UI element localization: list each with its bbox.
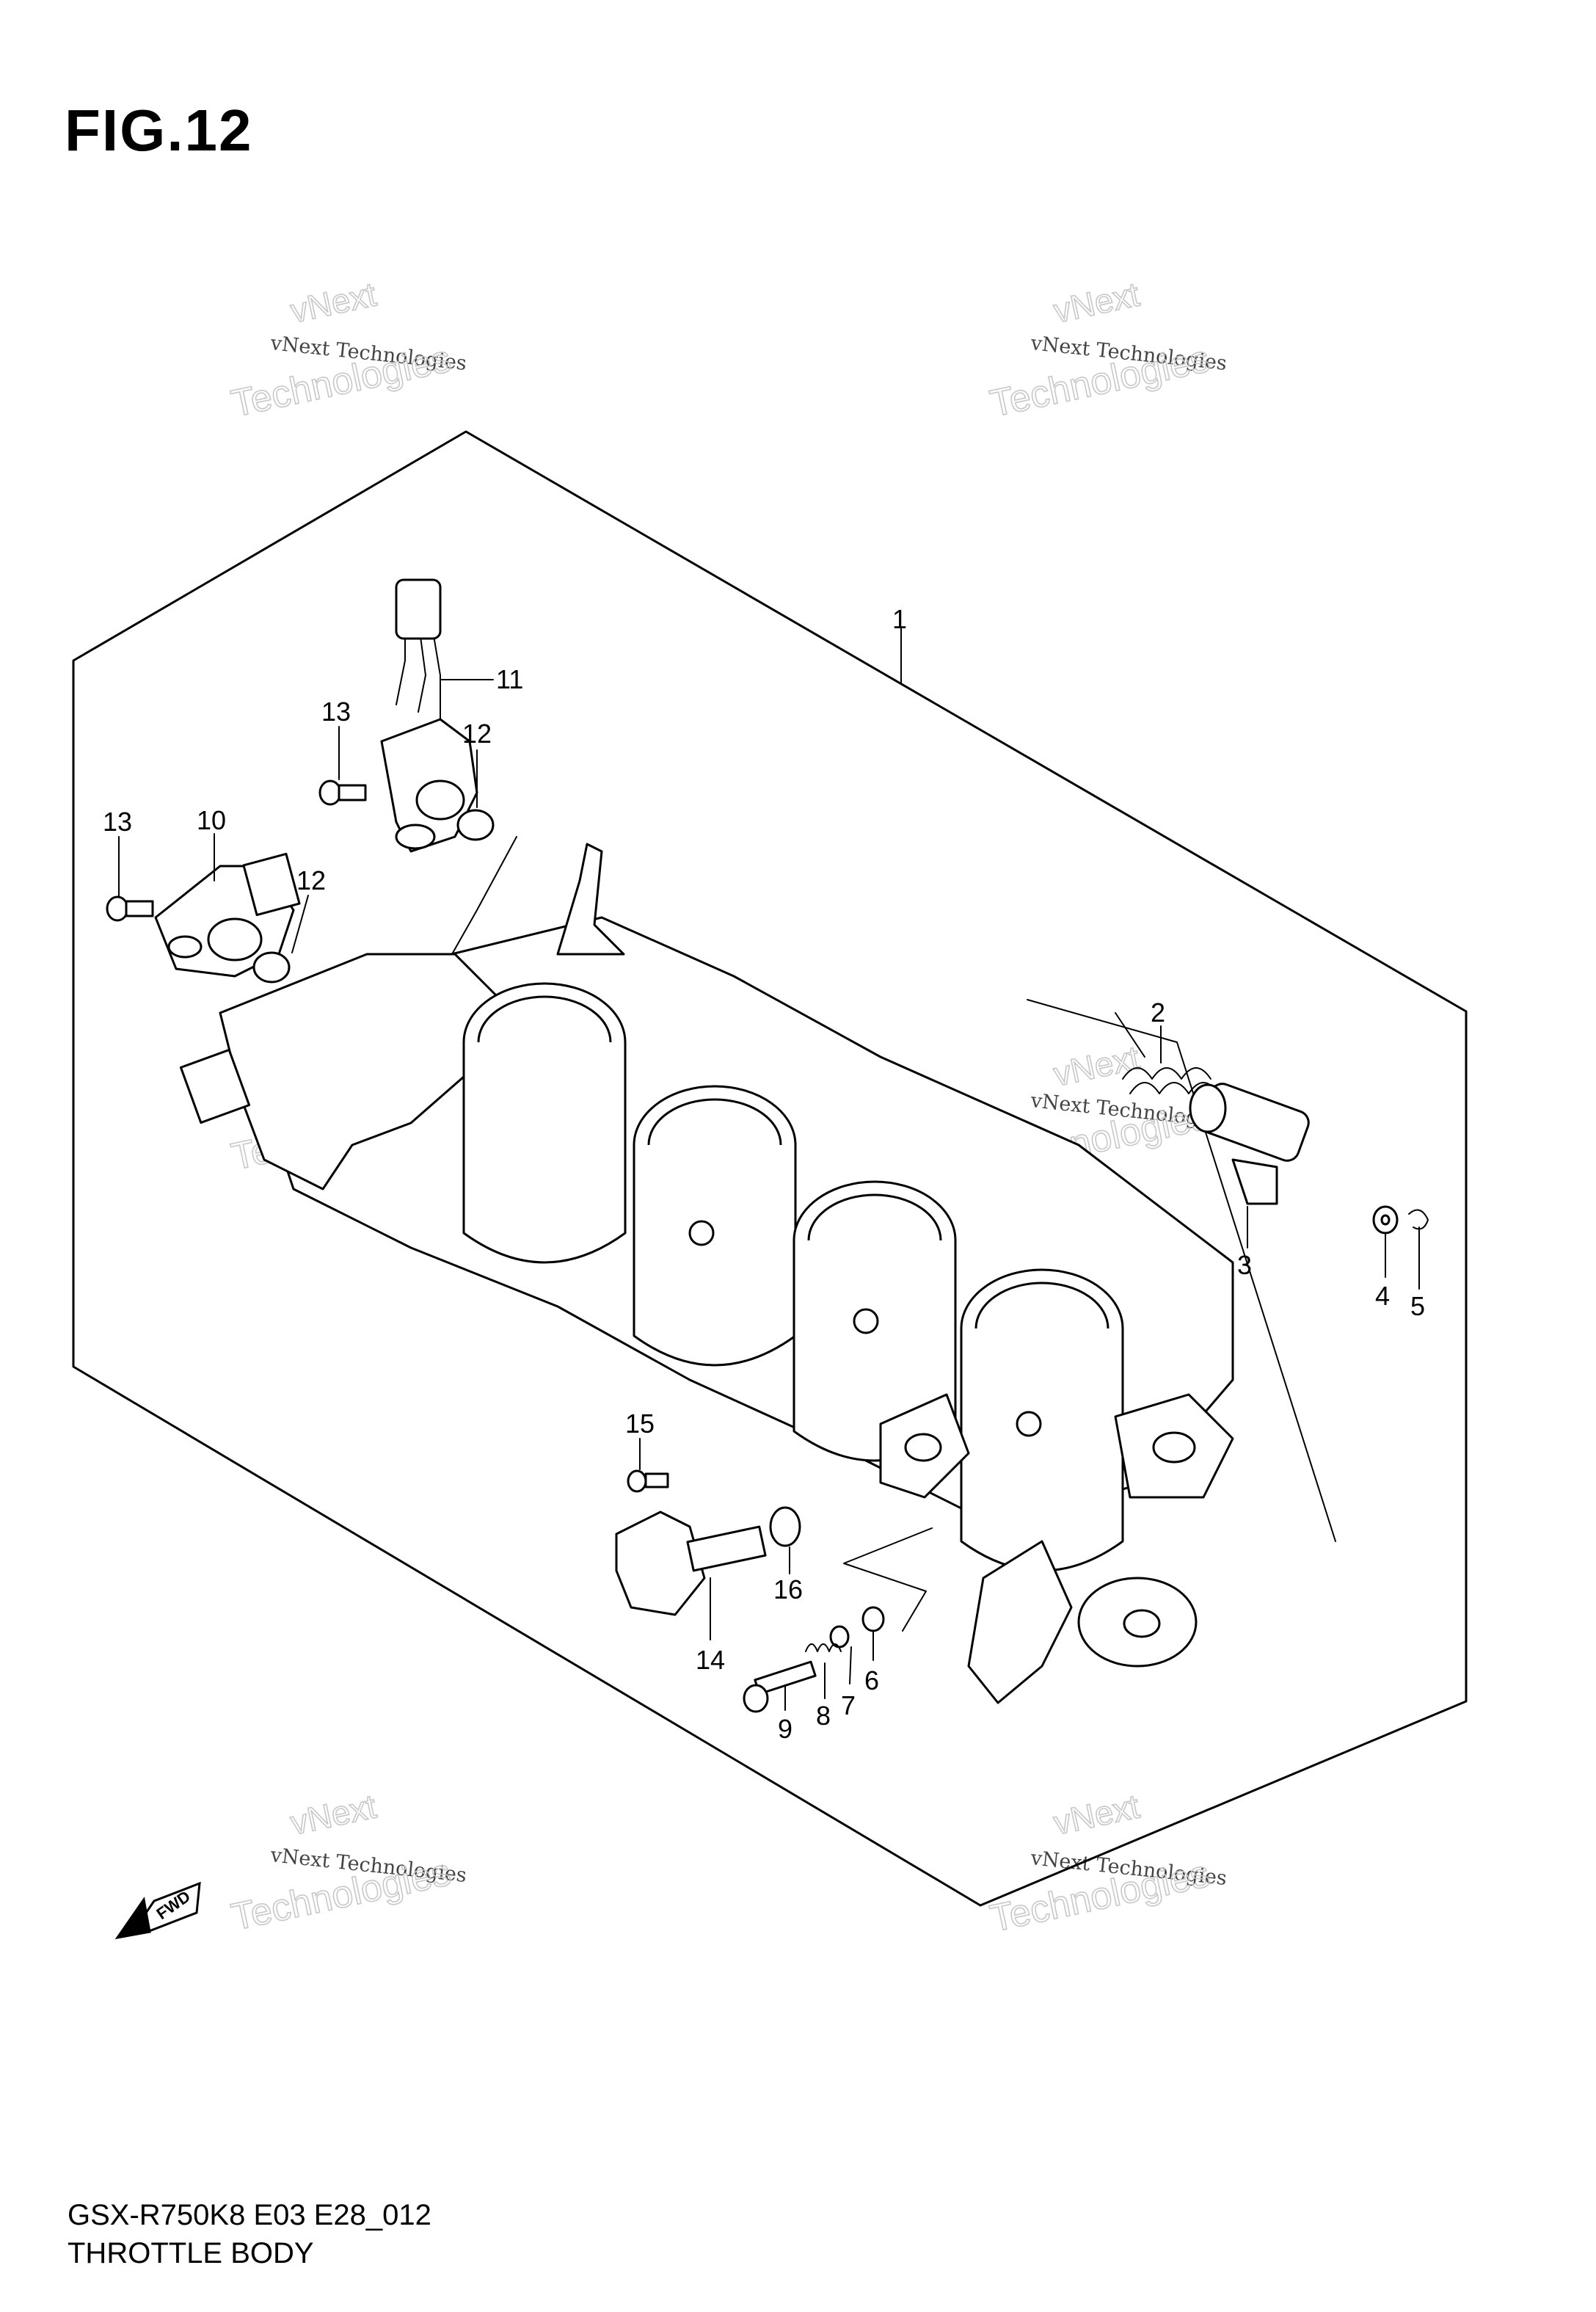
- assembly-frame: [72, 430, 1468, 1907]
- part-13-screw-upper: [318, 779, 367, 806]
- harness-sleeve: [395, 578, 442, 640]
- fwd-arrow-icon: FWD: [114, 1881, 201, 1940]
- callout-8: 8: [816, 1701, 831, 1731]
- callout-2: 2: [1151, 997, 1165, 1028]
- callout-14: 14: [696, 1645, 725, 1675]
- throttle-cable-bracket: [967, 1540, 1073, 1704]
- leader-lines: [118, 628, 1420, 1711]
- callout-11: 11: [496, 664, 523, 694]
- callout-12a: 12: [462, 719, 492, 749]
- part-5-clip: [1408, 1209, 1429, 1230]
- watermark-brand: vNext: [1050, 275, 1143, 330]
- callout-13b: 13: [103, 807, 132, 837]
- callout-13a: 13: [321, 697, 351, 727]
- sensor-14-body: [615, 1511, 706, 1616]
- callout-10: 10: [197, 805, 226, 835]
- bore-port: [688, 1220, 715, 1246]
- sensor-bracket: [451, 836, 517, 955]
- callouts: 1 2 3 4 5 6 7 8 9 10 11 12 12 13 13 14 1…: [103, 604, 1425, 1744]
- figure-title: FIG.12: [65, 98, 253, 163]
- part-4-washer-hole: [1380, 1214, 1391, 1226]
- watermark-brand: vNext: [1050, 1786, 1143, 1842]
- part-15-screw: [627, 1469, 669, 1493]
- part-16-o-ring: [769, 1506, 801, 1547]
- part-3-valve: [1189, 1083, 1310, 1205]
- bore-port: [1016, 1411, 1042, 1437]
- sensor-11-nozzle: [415, 779, 465, 821]
- part-11-sensor-harness: [380, 578, 478, 853]
- sensor-10-nozzle: [207, 917, 263, 961]
- screw-shank: [338, 784, 367, 801]
- callout-7: 7: [841, 1690, 856, 1720]
- watermark-top-left: vNext vNext Technologies Technologies: [227, 275, 468, 426]
- callout-1: 1: [892, 604, 907, 634]
- screw-shank: [644, 1472, 669, 1488]
- throttle-bore-1-body: [462, 1042, 627, 1264]
- part-14-sensor: [615, 1511, 767, 1616]
- mounting-bracket: [556, 843, 625, 956]
- throttle-pulley-hub: [1123, 1609, 1161, 1638]
- leader-7: [849, 1646, 852, 1684]
- screw-head: [106, 895, 129, 922]
- callout-5: 5: [1410, 1291, 1425, 1321]
- callout-9: 9: [778, 1714, 792, 1744]
- watermark-brand: vNext: [287, 275, 379, 330]
- sensor-10-flange: [167, 935, 203, 959]
- leader-12b: [291, 895, 309, 953]
- part-12-o-ring-lower: [252, 951, 291, 984]
- screw-head: [743, 1684, 769, 1713]
- callout-4: 4: [1375, 1281, 1390, 1311]
- throttle-bore-2-body: [633, 1145, 797, 1367]
- callout-15: 15: [625, 1408, 655, 1439]
- spring-coil: [1129, 1082, 1219, 1094]
- watermark-bottom-left: vNext vNext Technologies Technologies: [227, 1786, 468, 1940]
- sensor-10-connector: [242, 852, 301, 917]
- watermark-brand: vNext: [287, 1786, 379, 1842]
- valve-foot: [1231, 1158, 1278, 1205]
- sensor-14-stem: [686, 1525, 767, 1572]
- watermark-top-right: vNext vNext Technologies Technologies: [986, 275, 1228, 426]
- part-6-o-ring: [861, 1606, 885, 1632]
- right-flange-hole: [1152, 1431, 1196, 1464]
- callout-16: 16: [773, 1574, 803, 1604]
- throttle-bore-4-body: [960, 1328, 1124, 1572]
- part-12-o-ring-upper: [456, 809, 495, 841]
- part-10-sensor: [154, 852, 301, 978]
- sensor-connector-left: [179, 1048, 251, 1124]
- throttle-body: [179, 843, 1234, 1704]
- watermark-brand: vNext: [1050, 1038, 1143, 1093]
- front-flange-hole: [904, 1433, 942, 1462]
- part-9-screw: [743, 1660, 817, 1713]
- screw-shank: [125, 900, 154, 917]
- screw-head: [627, 1469, 647, 1493]
- bore-port: [853, 1308, 879, 1334]
- part-2-spring: [1115, 1012, 1219, 1094]
- spring-tang: [1115, 1012, 1145, 1058]
- sensor-11-flange: [395, 824, 436, 850]
- callout-6: 6: [864, 1665, 879, 1695]
- valve-end: [1189, 1083, 1227, 1133]
- watermark-bottom-right: vNext vNext Technologies Technologies: [986, 1786, 1228, 1941]
- subgroup-bracket-6-9: [843, 1527, 933, 1632]
- callout-12b: 12: [296, 865, 326, 895]
- figure-code: GSX-R750K8 E03 E28_012: [68, 2199, 431, 2231]
- subgroup-bracket-2-5: [1027, 999, 1336, 1542]
- part-8-spring: [805, 1643, 842, 1652]
- spring-coil: [1122, 1067, 1211, 1080]
- figure-name: THROTTLE BODY: [68, 2237, 314, 2269]
- sensor-housing-left: [219, 953, 500, 1190]
- callout-3: 3: [1237, 1250, 1252, 1280]
- part-13-screw-lower: [106, 895, 154, 922]
- screw-head: [318, 779, 342, 806]
